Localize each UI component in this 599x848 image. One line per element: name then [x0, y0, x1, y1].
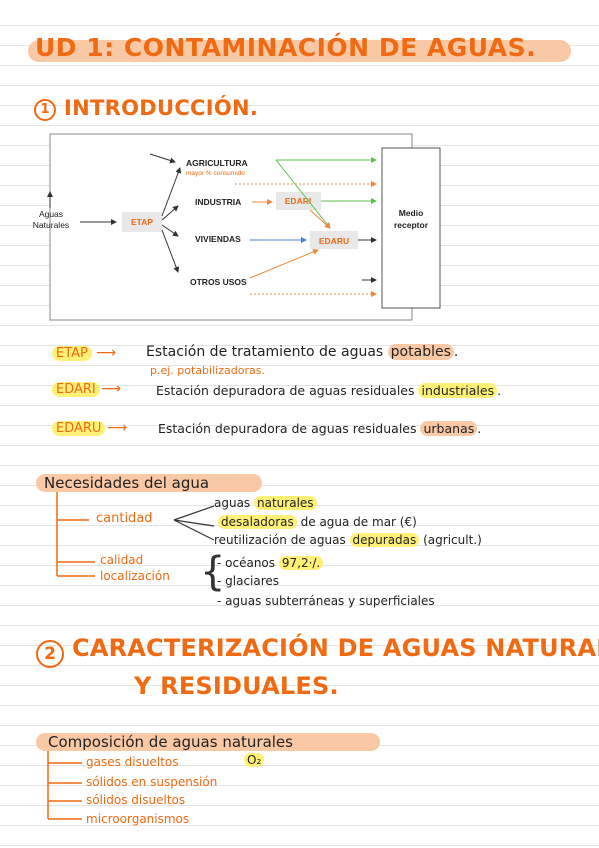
use-agricultura: AGRICULTURA	[186, 158, 248, 168]
def-note-etap: p.ej. potabilizadoras.	[150, 364, 265, 377]
section-2-heading-line-2: Y RESIDUALES.	[134, 672, 339, 700]
edaru-box	[310, 231, 358, 249]
composicion-heading: Composición de aguas naturales	[48, 733, 293, 751]
source-line-1: Aguas	[39, 209, 63, 219]
edari-box	[276, 192, 321, 210]
loc-item-2: - glaciares	[217, 574, 280, 588]
composicion-item-4: microorganismos	[86, 812, 190, 826]
page-title: UD 1: CONTAMINACIÓN DE AGUAS.	[35, 33, 537, 62]
def-arrow-1: ⟶	[96, 345, 117, 361]
composicion-tree	[47, 751, 82, 820]
necesidad-calidad: calidad	[100, 553, 144, 567]
def-acronym-etap: ETAP	[52, 346, 92, 361]
def-line-etap: Estación de tratamiento de aguas potable…	[146, 344, 459, 360]
necesidades-heading: Necesidades del agua	[44, 474, 210, 492]
def-line-edaru: Estación depuradora de aguas residuales …	[158, 421, 482, 436]
etap-label: ETAP	[131, 217, 153, 227]
use-industria: INDUSTRIA	[195, 197, 241, 207]
def-acronym-edari: EDARI	[52, 382, 100, 397]
etap-box	[122, 212, 162, 232]
section-1-number: 1	[34, 99, 56, 121]
composicion-item-1: gases disueltos	[86, 755, 179, 769]
def-arrow-2: ⟶	[101, 381, 122, 397]
receptor-line-2: receptor	[394, 220, 429, 230]
section-1-heading: INTRODUCCIÓN.	[64, 96, 259, 120]
loc-item-1: - océanos 97,2·/.	[217, 556, 324, 570]
cantidad-brace	[173, 505, 215, 541]
composicion-highlight	[36, 733, 380, 751]
def-line-edari: Estación depuradora de aguas residuales …	[156, 383, 502, 398]
cantidad-item-2: desaladoras de agua de mar (€)	[218, 515, 417, 529]
receptor-line-1: Medio	[399, 208, 424, 218]
def-acronym-edaru: EDARU	[52, 421, 106, 436]
agricultura-note: mayor % consumido	[186, 170, 245, 177]
source-line-2: Naturales	[33, 220, 69, 230]
necesidad-localizacion: localización	[100, 569, 170, 583]
necesidades-tree	[56, 492, 95, 577]
loc-item-3: - aguas subterráneas y superficiales	[217, 594, 435, 608]
section-2-number: 2	[36, 640, 64, 668]
section-2-heading-line-1: CARACTERIZACIÓN DE AGUAS NATURALES	[72, 634, 599, 662]
use-viviendas: VIVIENDAS	[195, 234, 241, 244]
composicion-gas-note: O₂	[244, 753, 265, 767]
cantidad-item-3: reutilización de aguas depuradas (agricu…	[214, 533, 482, 547]
edari-label: EDARI	[285, 196, 311, 206]
edaru-label: EDARU	[319, 236, 349, 246]
cantidad-item-1: aguas naturales	[214, 496, 317, 510]
water-flow-diagram: Aguas Naturales ETAP AGRICULTURA mayor %…	[33, 133, 441, 321]
use-otros: OTROS USOS	[190, 277, 247, 287]
necesidades-highlight	[36, 474, 262, 492]
composicion-item-2: sólidos en suspensión	[86, 775, 218, 789]
def-arrow-3: ⟶	[107, 420, 128, 436]
title-highlight	[28, 40, 571, 62]
localizacion-brace: {	[200, 549, 226, 595]
composicion-item-3: sólidos disueltos	[86, 793, 186, 807]
receptor-box	[381, 147, 441, 309]
necesidad-cantidad: cantidad	[96, 511, 153, 526]
